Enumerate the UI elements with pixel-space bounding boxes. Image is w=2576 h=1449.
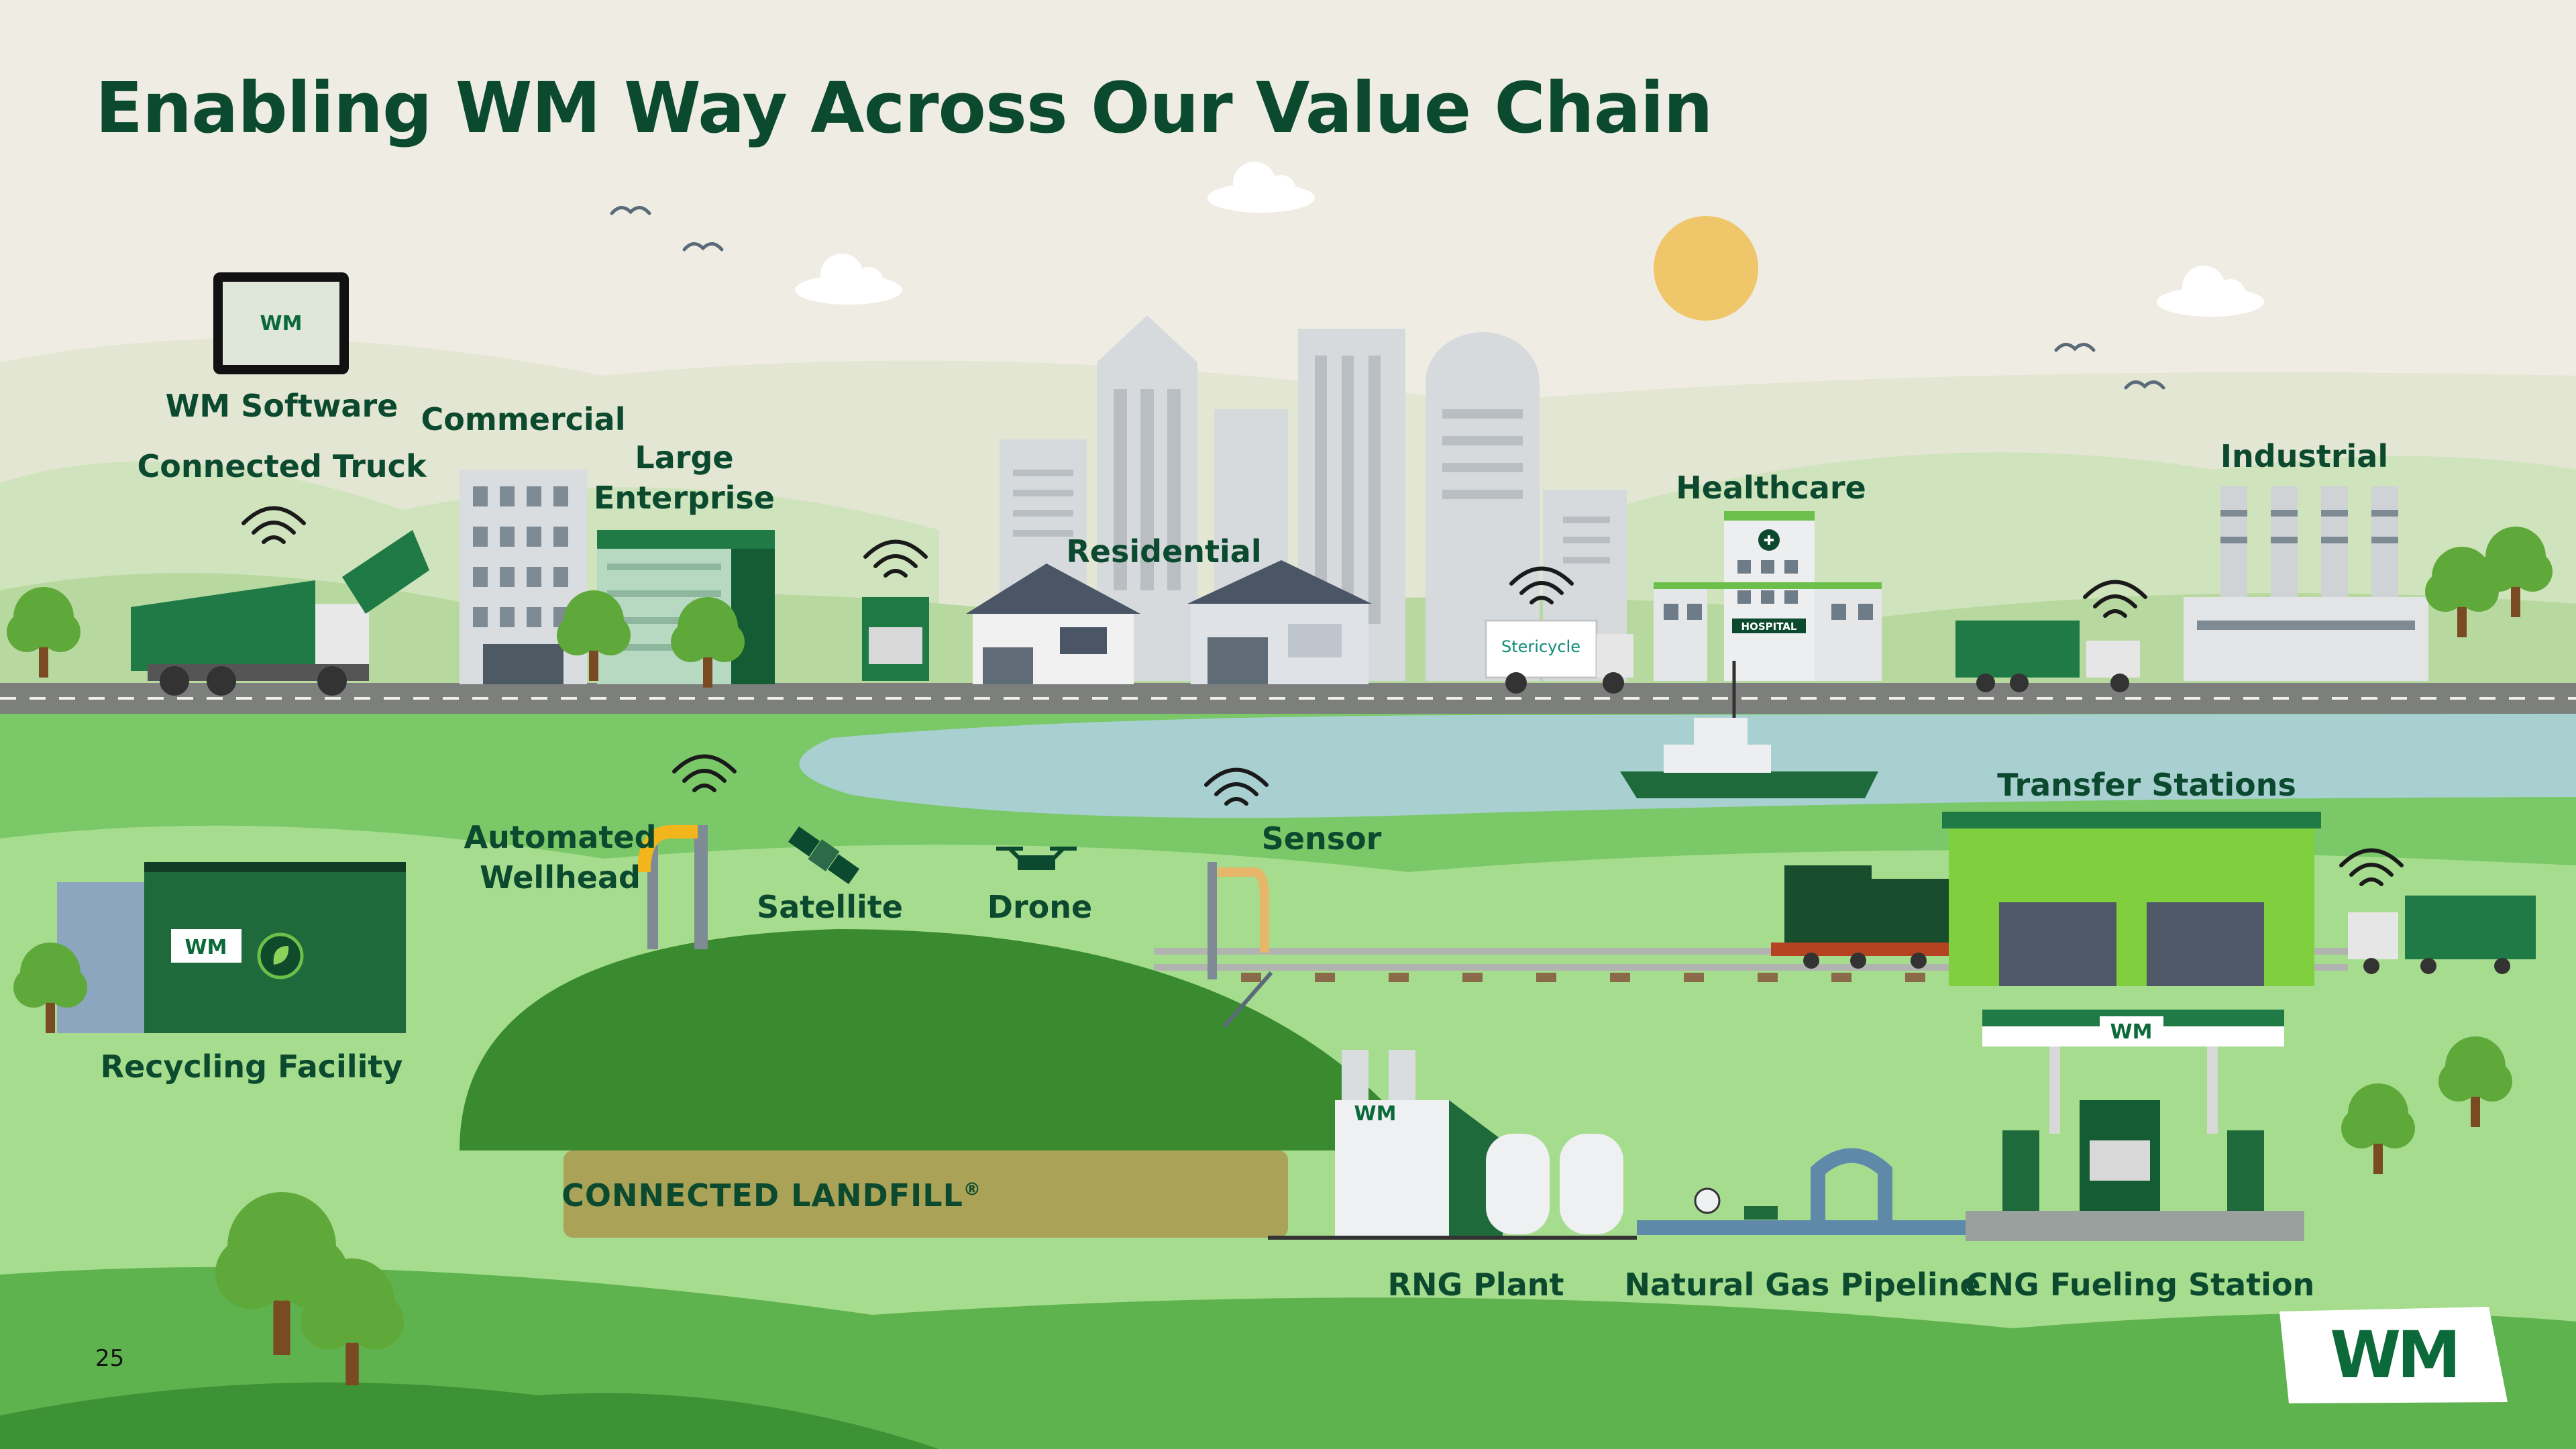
label-healthcare: Healthcare xyxy=(1676,470,1866,506)
cng-canopy-logo: WM xyxy=(2110,1020,2153,1044)
logo-backdrop xyxy=(2279,1307,2508,1403)
sensor-device xyxy=(1208,862,1273,1028)
wm-logo-text: WM xyxy=(2330,1318,2461,1393)
label-automated-wellhead: Automated Wellhead xyxy=(464,819,657,896)
label-connected-truck: Connected Truck xyxy=(137,448,427,484)
label-sensor: Sensor xyxy=(1261,820,1382,857)
label-natural-gas-pipeline: Natural Gas Pipeline xyxy=(1624,1267,1981,1303)
recycling-facility-building: WM xyxy=(57,862,406,1033)
landfill-base xyxy=(564,1150,1288,1238)
label-residential: Residential xyxy=(1066,533,1262,570)
label-drone: Drone xyxy=(987,889,1093,925)
wellhead xyxy=(637,825,708,949)
label-industrial: Industrial xyxy=(2220,438,2389,474)
tablet-device: WM xyxy=(213,272,349,374)
label-connected-landfill: CONNECTED LANDFILL® xyxy=(561,1177,981,1214)
natural-gas-pipeline xyxy=(1637,1148,1966,1235)
label-cng-fueling-station: CNG Fueling Station xyxy=(1965,1267,2315,1303)
label-wm-software: WM Software xyxy=(165,388,398,424)
residential-houses xyxy=(966,560,1372,684)
connected-truck xyxy=(131,530,429,696)
stericycle-sign: Stericycle xyxy=(1501,637,1580,656)
transfer-truck xyxy=(2348,896,2536,974)
landfill-hill xyxy=(460,929,1382,1150)
satellite-icon xyxy=(788,826,860,885)
sun-icon xyxy=(1654,216,1758,321)
ship xyxy=(1620,661,1878,798)
cng-fueling-station: WM xyxy=(1966,1010,2304,1241)
healthcare-truck: Stericycle xyxy=(1485,619,1633,694)
industrial-truck xyxy=(1955,621,2140,692)
recycling-logo: WM xyxy=(185,936,227,959)
hospital-building: HOSPITAL xyxy=(1654,511,1882,681)
drone-icon xyxy=(996,847,1077,870)
tablet-logo: WM xyxy=(260,312,303,335)
label-transfer-stations: Transfer Stations xyxy=(1997,767,2296,803)
industrial-factory xyxy=(2184,486,2428,681)
train-locomotive xyxy=(1771,865,1972,969)
label-satellite: Satellite xyxy=(757,889,903,925)
wm-logo: WM xyxy=(2279,1308,2508,1402)
landfill-text: CONNECTED LANDFILL xyxy=(561,1177,963,1214)
label-large-enterprise: Large Enterprise xyxy=(593,439,775,516)
residential-truck xyxy=(862,597,929,681)
label-rng-plant: RNG Plant xyxy=(1387,1267,1564,1303)
transfer-station-building xyxy=(1942,812,2321,986)
rng-plant: WM xyxy=(1268,1050,1637,1240)
rng-logo: WM xyxy=(1354,1102,1397,1126)
label-recycling-facility: Recycling Facility xyxy=(100,1049,403,1085)
page-title: Enabling WM Way Across Our Value Chain xyxy=(95,67,1713,149)
hospital-sign: HOSPITAL xyxy=(1741,621,1797,633)
page-number: 25 xyxy=(95,1345,125,1372)
label-commercial: Commercial xyxy=(421,401,626,437)
registered-mark: ® xyxy=(963,1179,981,1200)
